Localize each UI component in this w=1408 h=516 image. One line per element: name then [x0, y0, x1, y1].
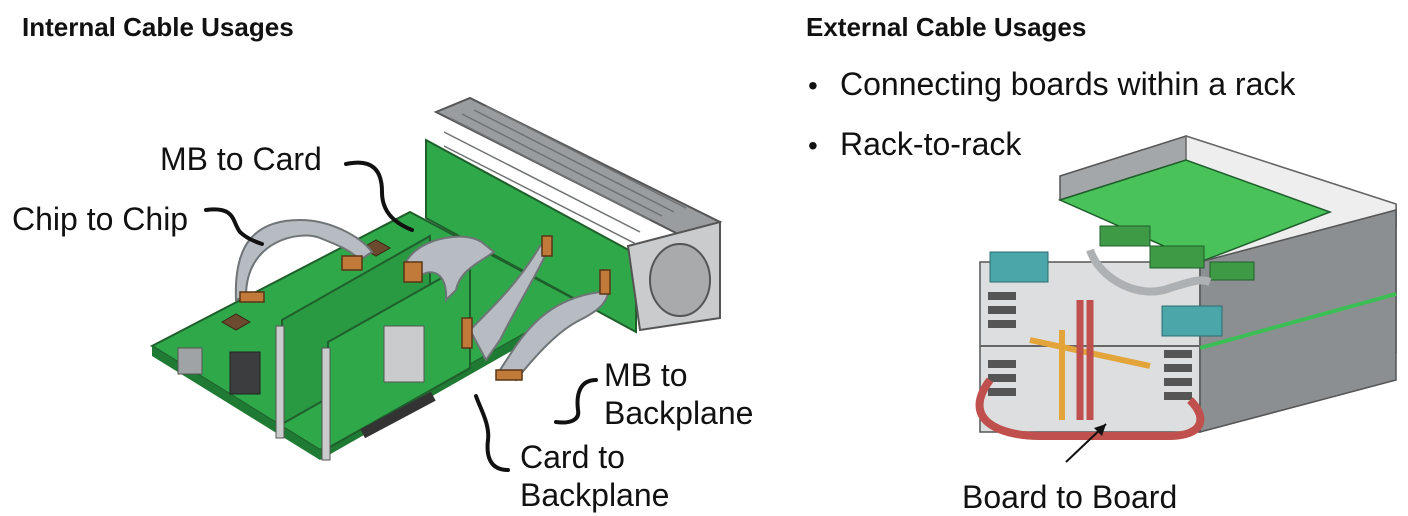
cable-mb-to-backplane	[498, 277, 610, 382]
teal-module	[1161, 305, 1223, 337]
chassis-assembly	[975, 134, 1397, 440]
leader-mb-to-card	[344, 160, 414, 232]
arrow-head-icon	[1094, 424, 1106, 436]
label-card-to-backplane: Card to Backplane	[520, 438, 669, 514]
label-line: Backplane	[520, 477, 670, 513]
card-bracket	[321, 347, 331, 461]
cable-chip-to-chip	[234, 218, 374, 302]
label-line: MB to	[604, 357, 688, 393]
chassis-green-stripe	[1199, 292, 1397, 350]
card-heatsink	[383, 325, 425, 383]
bullet-item: • Connecting boards within a rack	[808, 62, 1295, 122]
internal-cables	[234, 218, 610, 382]
io-connector	[229, 351, 261, 395]
bullet-dot-icon: •	[808, 130, 818, 161]
teal-module	[989, 251, 1049, 283]
card-bracket	[275, 325, 285, 439]
label-line: Backplane	[604, 395, 754, 431]
label-line: Card to	[520, 439, 625, 475]
label-mb-to-backplane: MB to Backplane	[604, 356, 753, 432]
port-array	[988, 292, 1192, 400]
backplane-board	[425, 138, 637, 334]
external-cable-heading: External Cable Usages	[806, 12, 1087, 42]
internal-leader-lines	[204, 160, 598, 472]
backplane-assembly	[425, 96, 723, 334]
leader-chip-to-chip	[204, 207, 264, 246]
internal-cable-connectors	[239, 235, 611, 381]
leader-mb-to-backplane	[554, 378, 598, 425]
bullet-text: Connecting boards within a rack	[840, 66, 1296, 102]
external-bullet-list: • Connecting boards within a rack • Rack-t…	[808, 62, 1295, 182]
chassis-floor-board	[1057, 159, 1333, 263]
hdd-slots	[443, 105, 687, 245]
internal-cable-heading: Internal Cable Usages	[22, 12, 294, 42]
pcie-slot	[360, 391, 436, 439]
label-mb-to-card: MB to Card	[160, 141, 322, 177]
hdd-platter	[649, 243, 711, 317]
io-connector	[177, 347, 203, 375]
bullet-dot-icon: •	[808, 70, 818, 101]
cable-mb-to-card	[404, 235, 496, 303]
bullet-text: Rack-to-rack	[840, 126, 1022, 162]
leader-card-to-backplane	[474, 394, 510, 472]
cable-gray-internal	[1086, 248, 1212, 296]
dimm-bank	[1099, 225, 1151, 247]
motherboard-assembly	[149, 210, 583, 461]
chip-left	[220, 313, 252, 331]
label-board-to-board: Board to Board	[962, 479, 1178, 515]
label-chip-to-chip: Chip to Chip	[12, 201, 189, 237]
cable-red-board-to-board	[975, 377, 1205, 440]
bullet-item: • Rack-to-rack	[808, 122, 1295, 182]
dimm-bank	[1149, 245, 1205, 269]
dimm-bank	[1209, 261, 1255, 281]
